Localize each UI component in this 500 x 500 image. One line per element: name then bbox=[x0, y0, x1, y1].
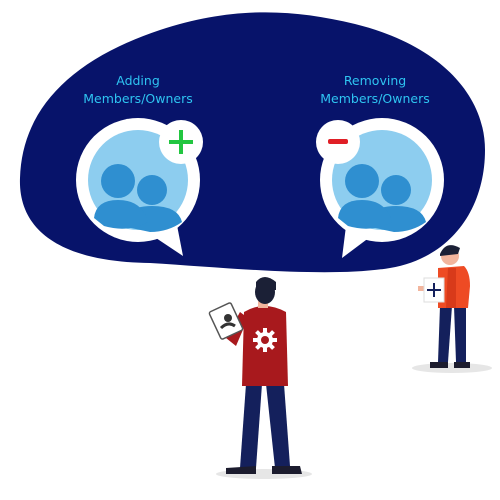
plus-icon bbox=[159, 120, 203, 164]
clipboard-icon bbox=[208, 302, 244, 340]
removing-members-label: Removing Members/Owners bbox=[305, 72, 445, 108]
plus-icon bbox=[423, 277, 445, 303]
removing-line2: Members/Owners bbox=[320, 91, 430, 106]
adding-line2: Members/Owners bbox=[83, 91, 193, 106]
adding-members-label: Adding Members/Owners bbox=[68, 72, 208, 108]
group-avatar-icon bbox=[94, 164, 182, 232]
gear-icon bbox=[253, 328, 277, 352]
adding-line1: Adding bbox=[116, 73, 160, 88]
man-holding-plus-sign bbox=[412, 245, 492, 373]
remove-members-bubble bbox=[316, 118, 444, 258]
add-members-bubble bbox=[76, 118, 203, 256]
group-avatar-icon bbox=[338, 164, 426, 232]
removing-line1: Removing bbox=[343, 73, 407, 88]
minus-icon bbox=[316, 120, 360, 164]
man-with-tablet bbox=[208, 277, 312, 479]
